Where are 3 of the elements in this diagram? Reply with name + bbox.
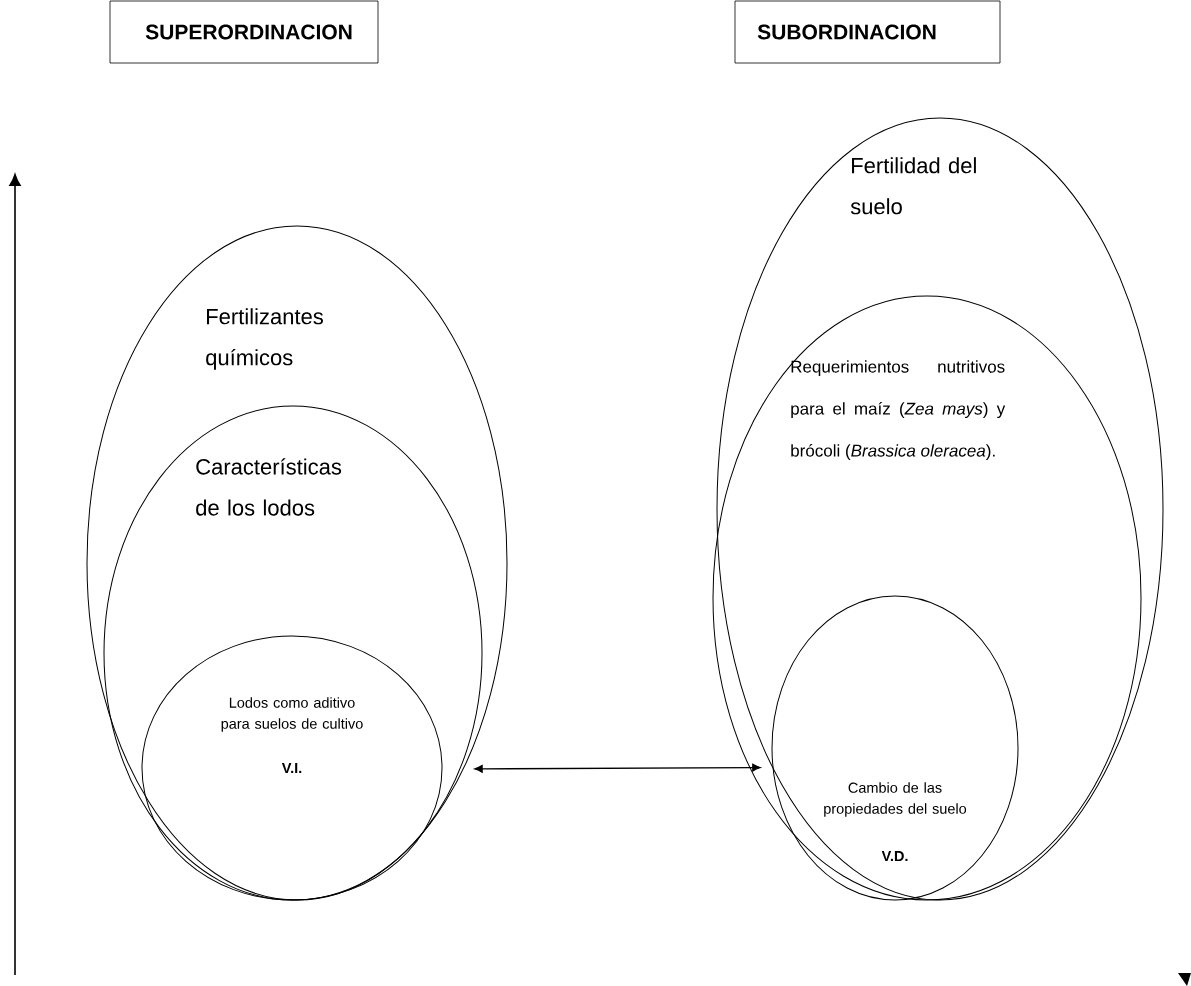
- double-arrow: [474, 763, 761, 773]
- heading-box: SUBORDINACION: [734, 0, 1001, 64]
- heading-box: SUPERORDINACION: [109, 0, 379, 64]
